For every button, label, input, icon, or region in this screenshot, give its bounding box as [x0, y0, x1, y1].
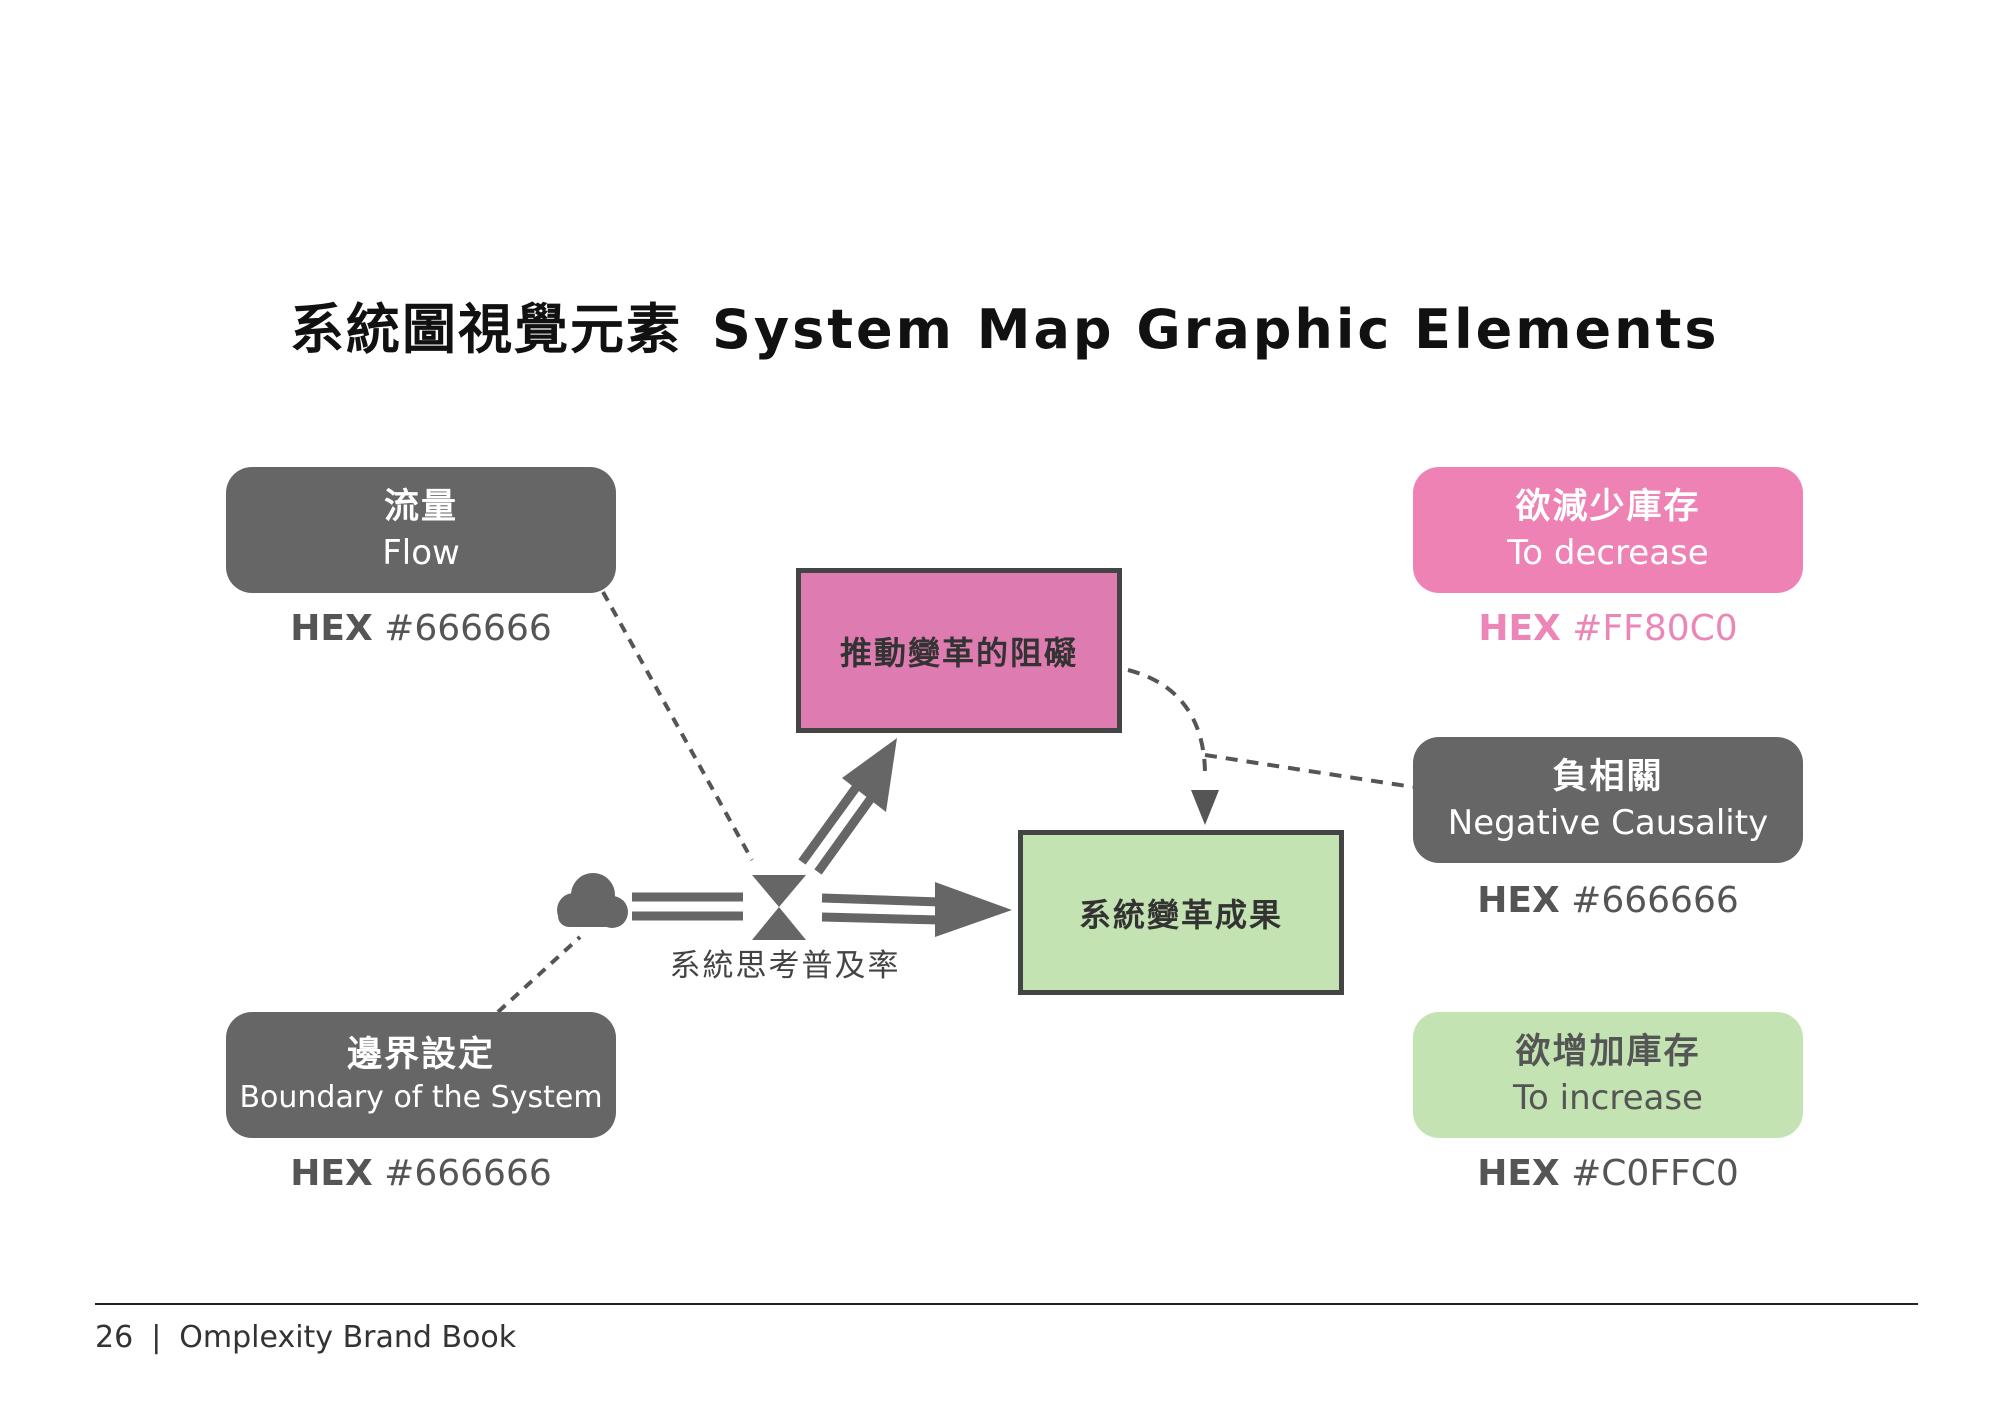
barrier-stock-label: 推動變革的阻礙: [839, 633, 1078, 672]
legend-flow-zh: 流量: [383, 487, 458, 528]
hex-negative-value: #666666: [1571, 880, 1739, 921]
legend-negative-zh: 負相關: [1552, 757, 1664, 798]
hex-negative-label: HEX: [1477, 880, 1560, 921]
boundary-callout-line: [496, 935, 582, 1014]
negative-causality-line: [1204, 753, 1414, 789]
legend-negative-en: Negative Causality: [1447, 802, 1769, 843]
legend-flow: 流量 Flow: [226, 467, 616, 593]
title-en: System Map Graphic Elements: [712, 298, 1720, 361]
flow-pipe-right: [821, 882, 1012, 937]
legend-increase: 欲增加庫存 To increase: [1413, 1012, 1803, 1138]
legend-decrease-zh: 欲減少庫存: [1515, 487, 1701, 528]
footer-page-number: 26: [95, 1320, 134, 1355]
legend-increase-en: To increase: [1513, 1077, 1703, 1118]
hex-flow-label: HEX: [290, 608, 373, 649]
negative-causality-arrowhead: [1191, 790, 1219, 825]
barrier-stock-box: 推動變革的阻礙: [796, 568, 1122, 733]
hex-decrease-label: HEX: [1478, 608, 1561, 649]
outcome-stock-label: 系統變革成果: [1078, 895, 1283, 934]
flow-callout-line: [601, 591, 754, 861]
outcome-stock-box: 系統變革成果: [1018, 830, 1344, 995]
legend-negative: 負相關 Negative Causality: [1413, 737, 1803, 863]
footer-divider: [95, 1303, 1918, 1305]
cloud-icon: [557, 873, 628, 928]
hex-increase-label: HEX: [1477, 1153, 1560, 1194]
negative-causality-curve: [1127, 668, 1207, 776]
hex-flow-value: #666666: [384, 608, 552, 649]
footer-book-title: Omplexity Brand Book: [179, 1320, 517, 1355]
hex-decrease: HEX #FF80C0: [1413, 608, 1803, 649]
hex-negative: HEX #666666: [1413, 880, 1803, 921]
legend-decrease-en: To decrease: [1507, 532, 1709, 573]
hex-decrease-value: #FF80C0: [1572, 608, 1738, 649]
legend-flow-en: Flow: [382, 532, 460, 573]
legend-increase-zh: 欲增加庫存: [1515, 1032, 1701, 1073]
footer: 26 | Omplexity Brand Book: [95, 1320, 516, 1355]
legend-boundary-en: Boundary of the System: [239, 1080, 603, 1116]
footer-separator: |: [151, 1320, 162, 1355]
hex-boundary: HEX #666666: [226, 1153, 616, 1194]
flow-pipe-diagonal: [798, 738, 897, 875]
hex-flow: HEX #666666: [226, 608, 616, 649]
page-title: 系統圖視覺元素 System Map Graphic Elements: [290, 285, 1730, 361]
hex-increase-value: #C0FFC0: [1571, 1153, 1739, 1194]
legend-decrease: 欲減少庫存 To decrease: [1413, 467, 1803, 593]
hex-boundary-label: HEX: [290, 1153, 373, 1194]
legend-boundary-zh: 邊界設定: [346, 1034, 495, 1075]
hex-boundary-value: #666666: [384, 1153, 552, 1194]
legend-boundary: 邊界設定 Boundary of the System: [226, 1012, 616, 1138]
hex-increase: HEX #C0FFC0: [1413, 1153, 1803, 1194]
valve-icon: [752, 875, 806, 940]
title-zh: 系統圖視覺元素: [290, 298, 682, 361]
rate-label: 系統思考普及率: [669, 948, 901, 984]
flow-pipe-left: [632, 892, 743, 921]
